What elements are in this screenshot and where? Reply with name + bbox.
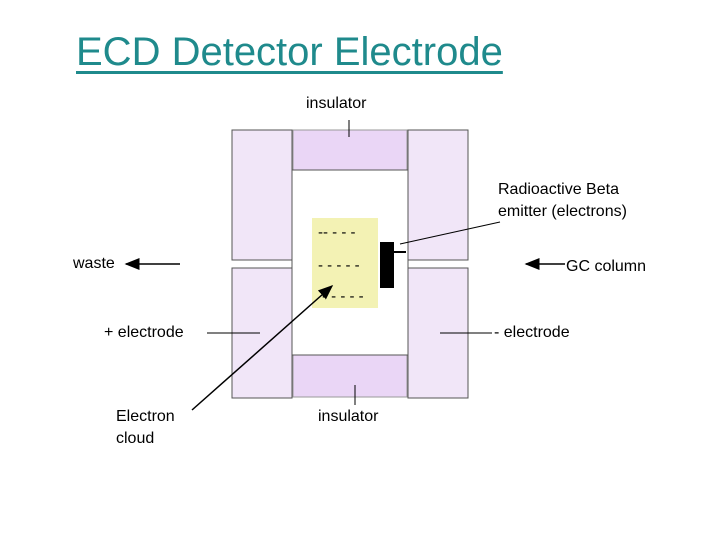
beta-emitter-label-line2: emitter (electrons) (498, 203, 627, 220)
plus-electrode-label: + electrode (104, 324, 184, 341)
electron-mark-3: - - - - - (322, 288, 364, 305)
minus-electrode-label: - electrode (494, 324, 570, 341)
insulator-bottom-block (292, 354, 408, 398)
waste-label: waste (73, 255, 115, 272)
electron-mark-2: - - - - - (318, 257, 360, 274)
right-electrode-upper (407, 129, 469, 261)
electron-mark-1: -- - - - (318, 224, 355, 241)
insulator-top-label: insulator (306, 95, 367, 112)
electron-cloud-arrow (191, 285, 334, 411)
electron-cloud-label-line2: cloud (116, 430, 155, 447)
beta-emitter (380, 242, 394, 288)
beta-emitter-leader (399, 221, 501, 245)
electron-cloud-label-line1: Electron (116, 408, 175, 425)
gc-column-label: GC column (566, 258, 647, 275)
insulator-top-block (292, 129, 408, 171)
beta-emitter-label-line1: Radioactive Beta (498, 181, 619, 198)
page-title: ECD Detector Electrode (76, 30, 503, 74)
insulator-bottom-label: insulator (318, 408, 379, 425)
left-electrode-upper (231, 129, 293, 261)
